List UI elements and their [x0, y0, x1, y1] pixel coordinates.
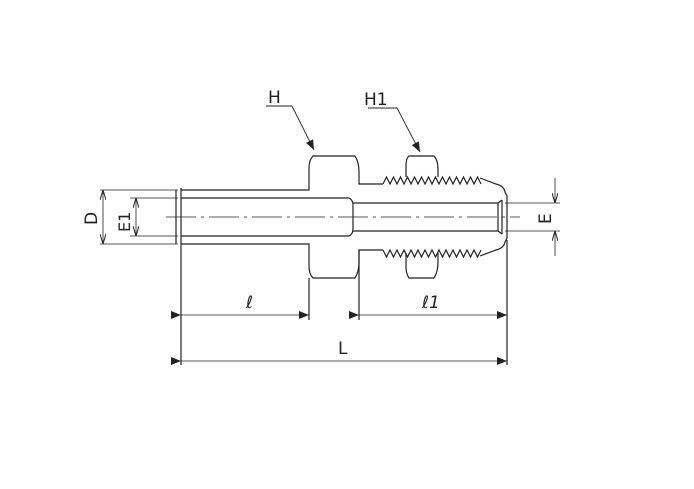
- label-l: ℓ: [245, 293, 253, 313]
- label-e: E: [536, 213, 556, 224]
- label-l1: ℓ1: [421, 293, 440, 313]
- leader-h: [266, 105, 315, 151]
- nut-h1: [405, 155, 439, 177]
- label-h1: H1: [364, 90, 388, 110]
- tube-outline: [181, 155, 383, 191]
- label-h: H: [268, 88, 281, 108]
- label-L: L: [338, 339, 348, 359]
- thread-top: [382, 175, 482, 186]
- label-e1: E1: [115, 212, 134, 232]
- label-d: D: [82, 212, 102, 225]
- leader-h1: [368, 107, 421, 153]
- thread-bottom: [382, 248, 482, 259]
